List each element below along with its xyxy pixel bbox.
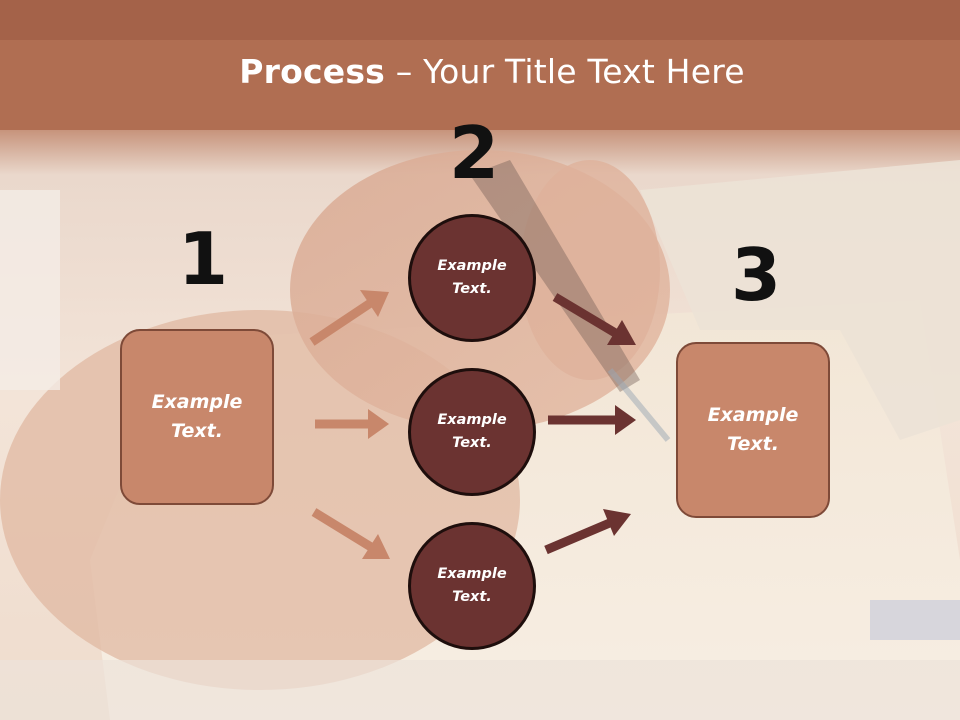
- arrow-bottom-to-3: [544, 509, 631, 555]
- title-bold: Process: [239, 52, 386, 91]
- arrow-top-to-3: [552, 293, 636, 345]
- circle-bottom: Example Text.: [408, 522, 536, 650]
- circle-middle: Example Text.: [408, 368, 536, 496]
- step-box-3: Example Text.: [676, 342, 830, 518]
- step-box-1: Example Text.: [120, 329, 274, 505]
- step-number-1: 1: [178, 217, 229, 301]
- circle-bottom-text: Example Text.: [437, 566, 507, 605]
- title-rest: – Your Title Text Here: [385, 52, 745, 91]
- slide-title: Process – Your Title Text Here: [0, 52, 960, 91]
- step-box-1-text: Example Text.: [151, 391, 243, 442]
- step-number-3: 3: [731, 233, 782, 317]
- circle-top: Example Text.: [408, 214, 536, 342]
- circle-top-text: Example Text.: [437, 258, 507, 297]
- arrow-1-to-middle: [315, 409, 389, 439]
- arrow-middle-to-3: [548, 405, 636, 435]
- arrow-1-to-top: [309, 290, 389, 346]
- circle-middle-text: Example Text.: [437, 412, 507, 451]
- arrow-1-to-bottom: [311, 508, 390, 559]
- step-number-2: 2: [449, 111, 500, 195]
- step-box-3-text: Example Text.: [707, 404, 799, 455]
